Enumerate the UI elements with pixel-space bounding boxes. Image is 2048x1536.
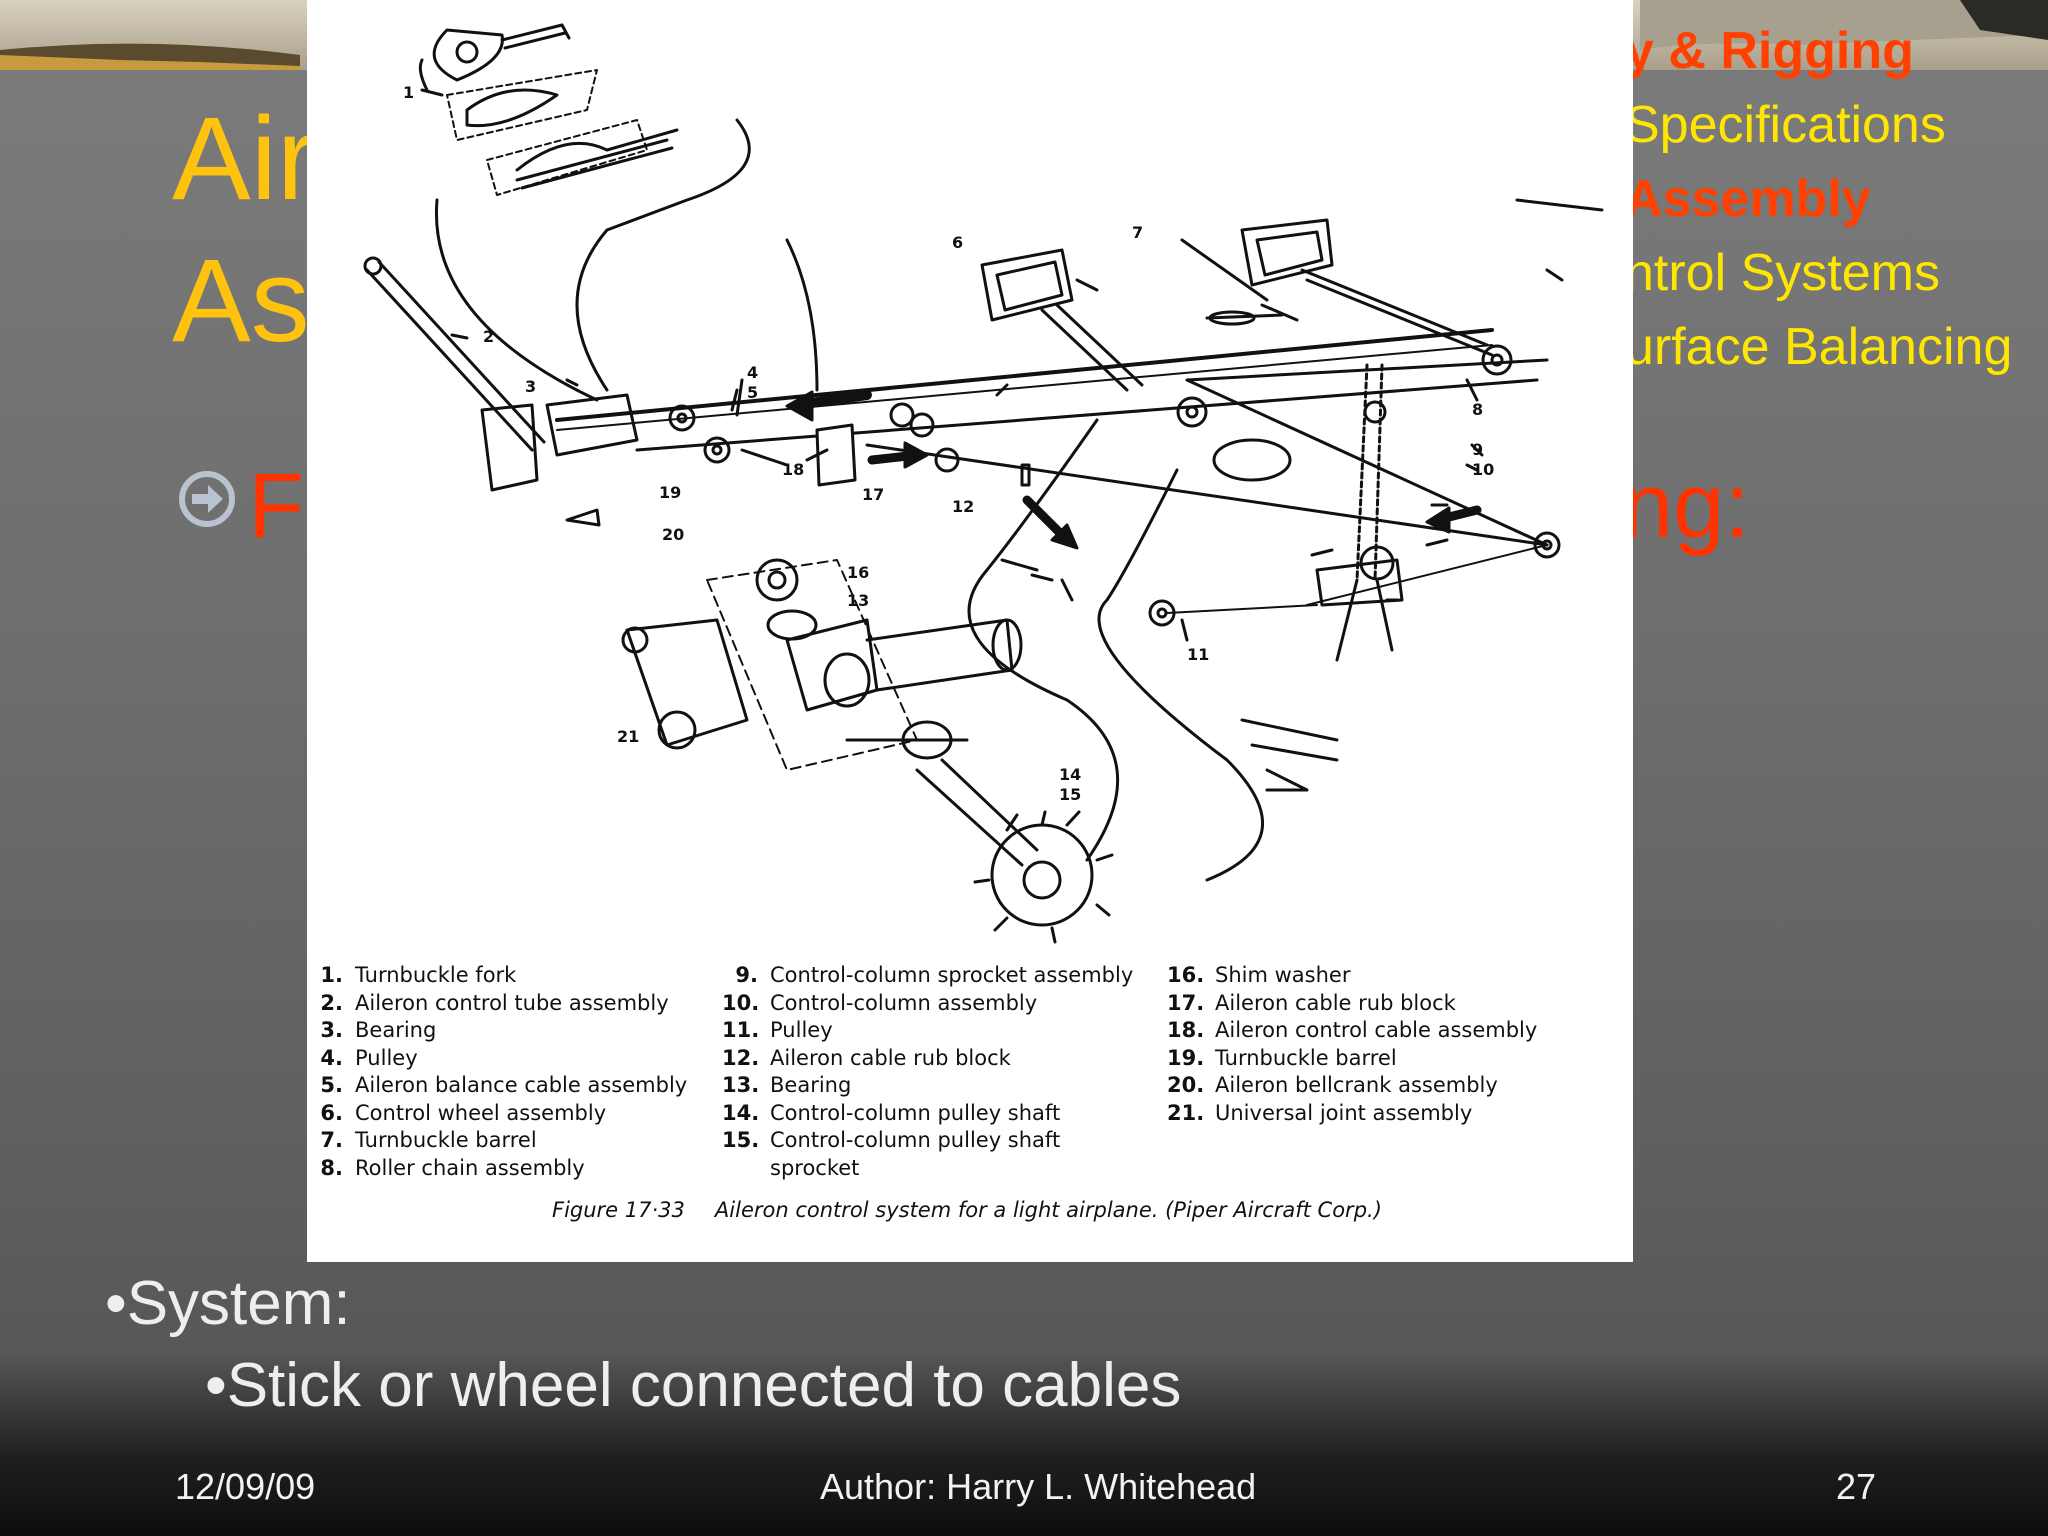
legend-item: 1.Turnbuckle fork <box>320 963 517 987</box>
callout-6a: 6 <box>952 233 963 252</box>
figure-caption: Figure 17·33 Aileron control system for a… <box>552 1198 1382 1222</box>
footer-date: 12/09/09 <box>175 1466 316 1507</box>
callout-20: 20 <box>662 525 684 544</box>
callout-18: 18 <box>782 460 804 479</box>
callout-19: 19 <box>659 483 681 502</box>
callout-17: 17 <box>862 485 884 504</box>
callout-9: 9 <box>1472 440 1483 459</box>
section-outline: y & Rigging Specifications Assembly ntro… <box>1625 14 2012 384</box>
figure-caption-text: Aileron control system for a light airpl… <box>714 1198 1382 1222</box>
footer-author: Author: Harry L. Whitehead <box>820 1466 1257 1507</box>
legend-item: 19.Turnbuckle barrel <box>1167 1045 1397 1070</box>
legend-item: 3.Bearing <box>320 1018 437 1042</box>
slide-title-line1: Air <box>172 93 317 225</box>
outline-item-assembly: Assembly <box>1625 170 1871 228</box>
legend-item: 7.Turnbuckle barrel <box>320 1128 537 1152</box>
legend-item: 21.Universal joint assembly <box>1167 1100 1473 1125</box>
figure-panel: 1 2 3 4 5 6 7 8 9 10 11 12 13 14 15 16 1… <box>307 0 1633 1262</box>
body-bullet-system: •System: <box>105 1269 351 1338</box>
callout-4a: 4 <box>747 363 758 382</box>
legend-item-continuation: sprocket <box>770 1155 860 1180</box>
legend-item: 18.Aileron control cable assembly <box>1167 1018 1538 1042</box>
callout-15: 15 <box>1059 785 1081 804</box>
slide-title-line2: As <box>172 235 310 367</box>
legend-item: 4.Pulley <box>320 1045 418 1070</box>
legend-item: 2.Aileron control tube assembly <box>320 990 669 1015</box>
legend-item: 15.Control-column pulley shaft <box>722 1128 1061 1152</box>
legend-item: 8.Roller chain assembly <box>320 1155 585 1180</box>
outline-item-rigging: y & Rigging <box>1625 22 1914 80</box>
callout-2: 2 <box>483 327 494 346</box>
figure-number: Figure 17·33 <box>552 1198 685 1222</box>
outline-item-specifications: Specifications <box>1625 96 1946 154</box>
callout-11: 11 <box>1187 645 1209 664</box>
outline-item-control-systems: ntrol Systems <box>1625 244 1940 302</box>
callout-13: 13 <box>847 591 869 610</box>
subheading-left: F <box>248 455 305 557</box>
outline-item-surface-balancing: urface Balancing <box>1625 318 2013 376</box>
aileron-control-diagram: 1 2 3 4 5 6 7 8 9 10 11 12 13 14 15 16 1… <box>363 23 1604 944</box>
callout-3: 3 <box>525 377 536 396</box>
callout-1: 1 <box>403 83 414 102</box>
callout-8: 8 <box>1472 400 1483 419</box>
legend-item: 6.Control wheel assembly <box>320 1100 607 1125</box>
slide-number: 27 <box>1836 1466 1877 1507</box>
callout-16: 16 <box>847 563 869 582</box>
legend-item: 5.Aileron balance cable assembly <box>320 1073 688 1097</box>
legend-item: 13.Bearing <box>722 1073 852 1097</box>
legend-item: 9.Control-column sprocket assembly <box>735 963 1134 987</box>
callout-12: 12 <box>952 497 974 516</box>
callout-10: 10 <box>1472 460 1494 479</box>
legend-item: 11.Pulley <box>722 1018 833 1042</box>
legend-item: 12.Aileron cable rub block <box>722 1045 1011 1070</box>
callout-5: 5 <box>747 383 758 402</box>
legend-column-3: 16.Shim washer 17.Aileron cable rub bloc… <box>1167 962 1537 1127</box>
legend-item: 14.Control-column pulley shaft <box>722 1100 1061 1125</box>
legend-column-1: 1.Turnbuckle fork 2.Aileron control tube… <box>307 962 687 1182</box>
callout-14: 14 <box>1059 765 1081 784</box>
legend-column-2: 9.Control-column sprocket assembly 10.Co… <box>722 962 1133 1182</box>
legend-item: 20.Aileron bellcrank assembly <box>1167 1073 1498 1097</box>
legend-item: 17.Aileron cable rub block <box>1167 990 1456 1015</box>
legend-item: 10.Control-column assembly <box>722 990 1038 1015</box>
subheading-right: ng: <box>1622 455 1750 557</box>
arrow-bullet-icon <box>179 471 235 527</box>
body-bullet-stick-or-wheel: •Stick or wheel connected to cables <box>205 1351 1182 1420</box>
callout-21: 21 <box>617 727 639 746</box>
callout-7a: 7 <box>1132 223 1143 242</box>
legend-item: 16.Shim washer <box>1167 963 1351 987</box>
